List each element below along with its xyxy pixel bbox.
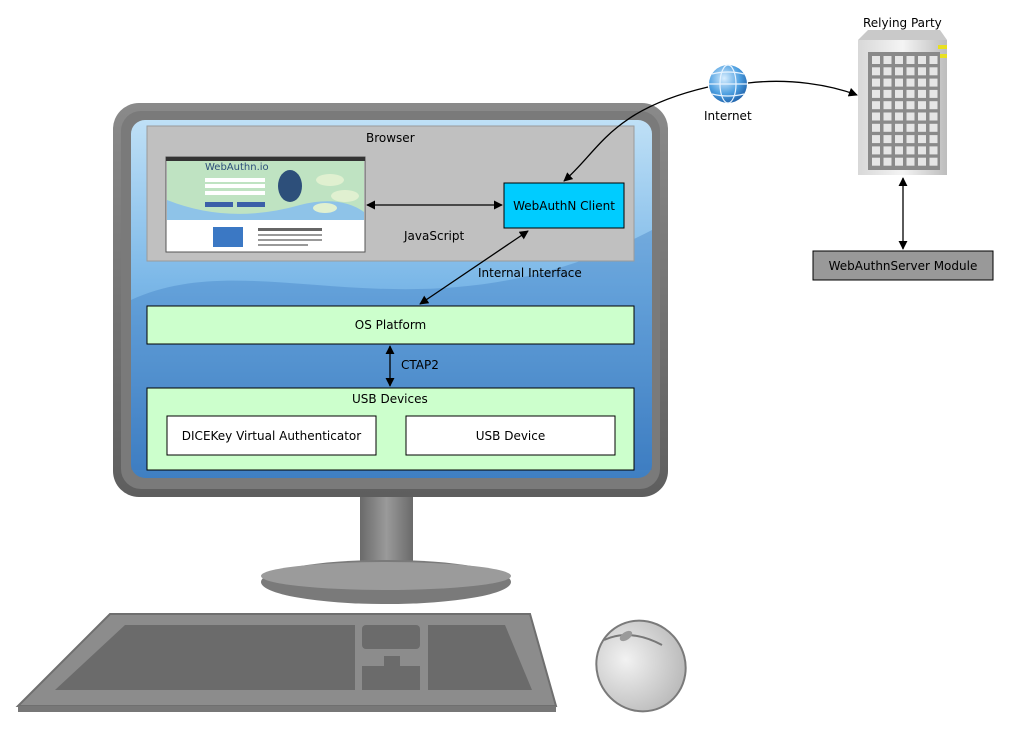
- server-vent: [872, 146, 880, 155]
- server-vent: [895, 123, 903, 132]
- server-vent: [895, 56, 903, 64]
- server-vent: [872, 112, 880, 121]
- server-vent: [872, 78, 880, 87]
- server-vent: [906, 146, 915, 155]
- client-to-internet-arrow: [563, 86, 709, 182]
- server-vent: [918, 123, 926, 132]
- server-vent: [918, 157, 926, 166]
- relying-party-server: [858, 30, 947, 175]
- server-vent: [895, 146, 903, 155]
- server-vent: [918, 56, 926, 64]
- server-vent: [883, 146, 892, 155]
- internal-interface-arrow: [419, 230, 529, 305]
- server-vent: [929, 78, 938, 87]
- server-vent: [895, 101, 903, 110]
- webauthn-client-box: [503, 182, 625, 229]
- server-vent: [918, 112, 926, 121]
- usb-devices-label: USB Devices: [352, 392, 428, 406]
- server-vent: [872, 67, 880, 76]
- monitor-base-top: [261, 562, 511, 590]
- os-platform-box: [146, 305, 635, 345]
- server-vent: [883, 135, 892, 144]
- internal-interface-label: Internal Interface: [478, 266, 582, 280]
- server-vent: [895, 78, 903, 87]
- server-vent: [883, 67, 892, 76]
- server-vent: [929, 101, 938, 110]
- webauthn-client-label: WebAuthN Client: [513, 198, 615, 213]
- server-vent: [906, 157, 915, 166]
- server-vent: [929, 135, 938, 144]
- server-vent: [895, 89, 903, 98]
- dicekey-box: [166, 415, 377, 456]
- server-vent: [872, 101, 880, 110]
- dicekey-label: DICEKey Virtual Authenticator: [181, 428, 362, 443]
- internet-globe-icon: [709, 64, 747, 104]
- server-vent: [906, 123, 915, 132]
- server-module-box: [812, 250, 994, 281]
- server-vent: [929, 146, 938, 155]
- server-vent: [883, 101, 892, 110]
- server-vent: [918, 135, 926, 144]
- server-vent: [872, 135, 880, 144]
- server-vent: [883, 123, 892, 132]
- server-vent: [906, 56, 915, 64]
- server-vent: [929, 157, 938, 166]
- server-vent: [872, 123, 880, 132]
- server-vent: [883, 157, 892, 166]
- server-vent: [929, 67, 938, 76]
- server-vent: [918, 146, 926, 155]
- server-vent: [895, 135, 903, 144]
- internet-label: Internet: [704, 109, 752, 123]
- server-vent: [929, 89, 938, 98]
- server-vent: [895, 67, 903, 76]
- server-vent: [872, 89, 880, 98]
- server-module-label: WebAuthnServer Module: [828, 258, 978, 273]
- ctap2-label: CTAP2: [401, 358, 439, 372]
- server-vent: [872, 56, 880, 64]
- server-vent: [906, 135, 915, 144]
- server-vent: [929, 56, 938, 64]
- server-vent: [906, 112, 915, 121]
- server-vent: [906, 101, 915, 110]
- server-vent: [895, 112, 903, 121]
- browser-label: Browser: [366, 131, 415, 145]
- usb-device-box: [405, 415, 616, 456]
- server-vent: [883, 89, 892, 98]
- server-vent: [929, 112, 938, 121]
- server-vent: [929, 123, 938, 132]
- server-vent: [883, 56, 892, 64]
- usb-device-label: USB Device: [475, 428, 546, 443]
- internet-to-server-arrow: [747, 80, 858, 97]
- server-vent: [895, 157, 903, 166]
- server-vent: [883, 78, 892, 87]
- server-vent: [918, 101, 926, 110]
- javascript-label: JavaScript: [404, 229, 465, 243]
- server-vent: [906, 78, 915, 87]
- server-vent: [918, 78, 926, 87]
- server-vent: [883, 112, 892, 121]
- server-vent: [906, 89, 915, 98]
- server-vent: [918, 67, 926, 76]
- server-vent: [918, 89, 926, 98]
- os-platform-label: OS Platform: [354, 318, 427, 332]
- relying-party-label: Relying Party: [863, 16, 942, 30]
- keyboard: [15, 613, 558, 712]
- site-title: WebAuthn.io: [205, 162, 269, 173]
- website-thumbnail: [165, 156, 366, 253]
- mouse: [595, 619, 687, 713]
- server-vent: [872, 157, 880, 166]
- server-vent: [906, 67, 915, 76]
